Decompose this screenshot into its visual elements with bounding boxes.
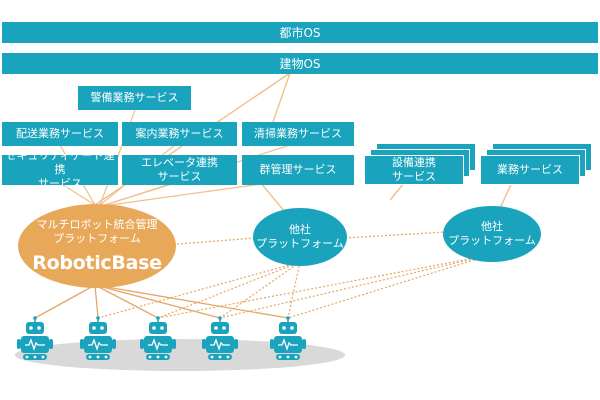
business-service-box: 業務サービス (480, 155, 580, 185)
robotic-base-platform: マルチロボット統合管理 プラットフォーム RoboticBase (18, 204, 176, 288)
equipment-service-box: 設備連携 サービス (364, 155, 464, 185)
connector-line (164, 237, 256, 246)
other-platform-2: 他社 プラットフォーム (443, 206, 541, 262)
connector-line (94, 284, 221, 319)
connector-line (287, 254, 491, 319)
city-os-bar: 都市OS (2, 22, 598, 43)
guidance-service-box: 案内業務サービス (122, 122, 237, 146)
robot-icon (270, 316, 306, 360)
cleaning-service-box: 清掃業務サービス (242, 122, 354, 146)
group-mgmt-service-box: 群管理サービス (242, 155, 354, 185)
robot-icon (17, 316, 53, 360)
connector-line (94, 284, 289, 319)
connector-line (344, 231, 446, 239)
connector-line (59, 182, 96, 206)
connector-line (34, 284, 96, 319)
delivery-service-box: 配送業務サービス (2, 122, 118, 146)
connector-line (104, 182, 176, 206)
other-platform-1-label: 他社 プラットフォーム (256, 223, 344, 250)
robotic-base-caption: マルチロボット統合管理 プラットフォーム (36, 218, 158, 245)
connector-line (94, 284, 159, 319)
other-platform-2-label: 他社 プラットフォーム (448, 220, 536, 247)
robot-icon (202, 316, 238, 360)
connector-line (219, 261, 301, 319)
other-platform-1: 他社 プラットフォーム (253, 208, 347, 266)
elevator-service-box: エレベータ連携 サービス (122, 155, 237, 185)
connector-line (97, 261, 301, 319)
security-service-box: 警備業務サービス (78, 86, 191, 110)
connector-line (157, 261, 301, 319)
robot-icon (80, 316, 116, 360)
building-os-bar: 建物OS (2, 53, 598, 74)
connector-line (94, 284, 99, 319)
connector-line (157, 254, 491, 319)
connector-line (287, 261, 301, 319)
robotic-base-name: RoboticBase (32, 252, 162, 274)
robot-icon (140, 316, 176, 360)
